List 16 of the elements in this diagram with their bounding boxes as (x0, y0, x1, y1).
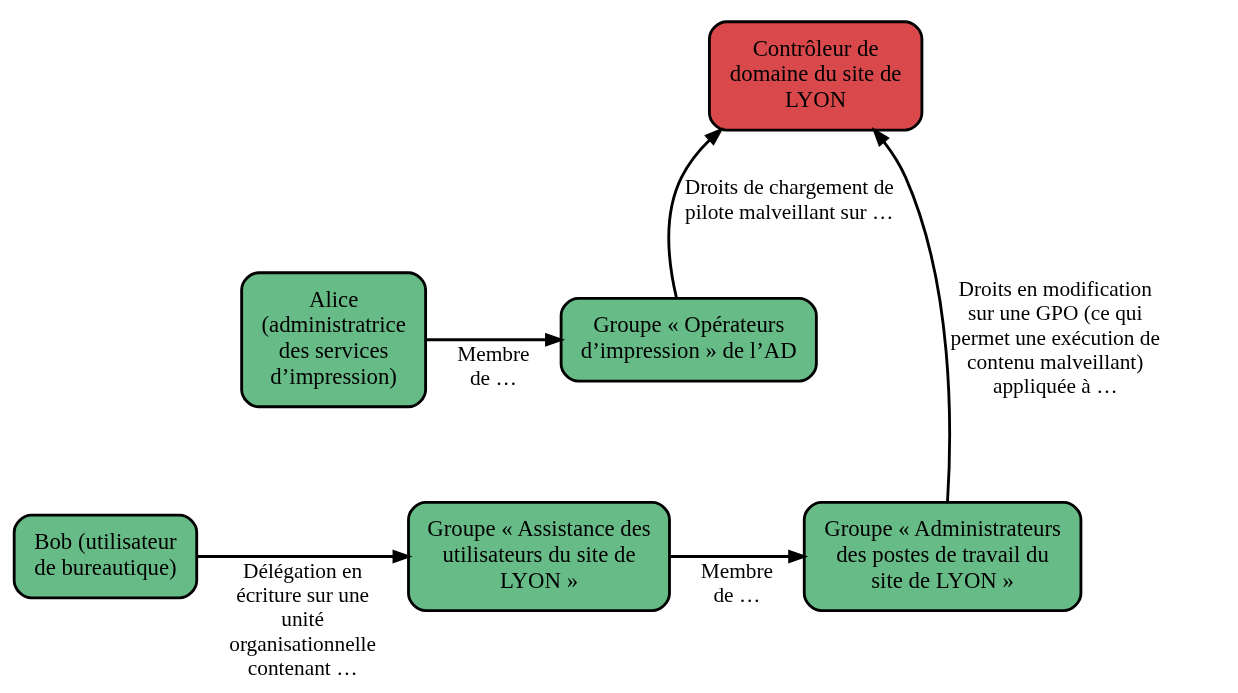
arrow (196, 549, 413, 563)
node-box: Contrôleur de domaine du site de LYON (708, 19, 924, 131)
node-box: Bob (utilisateur de bureautique) (12, 513, 199, 599)
edge-label: Droits en modification sur une GPO (ce qui permet une exécution de contenu malveillant) appliquée à … (950, 276, 1160, 398)
edge-label: Membre de … (457, 341, 530, 390)
node-box: Alice (administratrice des services d’impression) (240, 270, 428, 408)
arrow (667, 126, 724, 299)
node-box: Groupe « Administrateurs des postes de travail du site de LYON » (802, 500, 1083, 612)
edge-label: Droits de chargement de pilote malveillant sur … (684, 174, 894, 224)
arrow (426, 332, 566, 347)
arrow (670, 549, 809, 563)
edge-label: Délégation en écriture sur une unité organisationnelle contenant … (229, 558, 377, 680)
edge-label: Membre de … (700, 558, 774, 607)
node-box: Groupe « Opérateurs d’impression » de l’AD (559, 296, 818, 382)
arrow (871, 126, 952, 502)
node-box: Groupe « Assistance des utilisateurs du site de LYON » (407, 500, 671, 612)
